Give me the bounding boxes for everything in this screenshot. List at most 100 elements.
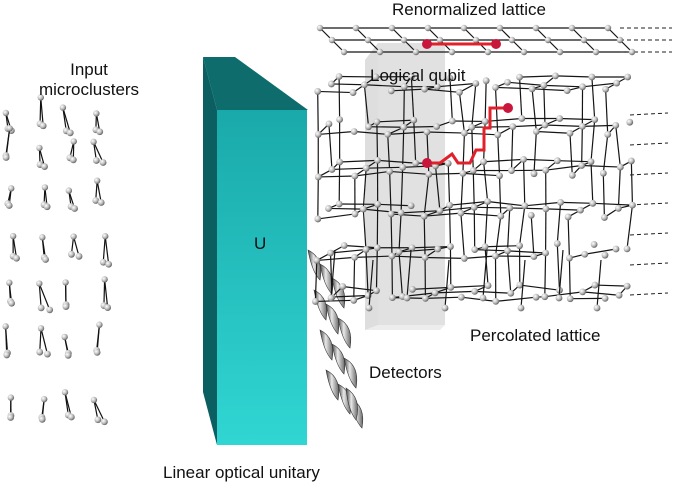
node: [2, 323, 9, 330]
node: [75, 252, 83, 260]
lattice-node: [339, 283, 347, 290]
lattice-edge: [331, 83, 365, 86]
lattice-edge: [471, 83, 477, 128]
node: [104, 304, 112, 311]
microcluster: [68, 233, 83, 260]
lattice-edge: [390, 213, 393, 257]
lattice-node: [530, 170, 538, 178]
lattice-edge: [582, 82, 617, 88]
lattice-edge: [315, 299, 354, 303]
lattice-node: [615, 204, 622, 212]
lattice-edge: [484, 246, 489, 286]
lattice-edge: [450, 284, 489, 288]
lattice-node: [421, 85, 429, 93]
lattice-edge: [487, 200, 525, 207]
lattice-edge: [368, 259, 374, 309]
lattice-edge: [377, 159, 416, 164]
renorm-node: [592, 48, 600, 56]
node: [70, 138, 77, 145]
renorm-node: [472, 36, 480, 44]
microcluster: [9, 232, 20, 262]
node: [7, 394, 15, 401]
lattice-edge: [557, 160, 592, 163]
lattice-edge: [474, 248, 508, 252]
node: [46, 306, 54, 314]
node: [5, 202, 13, 209]
detector: [325, 369, 340, 401]
detector: [337, 317, 352, 349]
logical-qubit-label: Logical qubit: [370, 66, 466, 85]
input-microclusters-label: Input microclusters: [24, 60, 154, 100]
lattice-edge: [317, 213, 356, 220]
lattice-node: [497, 212, 505, 220]
detector: [307, 249, 322, 281]
lattice-edge: [389, 170, 429, 175]
lattice-node: [362, 164, 370, 172]
lattice-edge: [389, 171, 392, 215]
node: [36, 280, 43, 287]
renorm-node: [628, 48, 636, 56]
lattice-edge: [330, 249, 336, 299]
lattice-edge: [328, 123, 333, 170]
renorm-node: [508, 36, 516, 44]
node: [39, 122, 47, 130]
node: [66, 129, 74, 137]
detectors-label: Detectors: [369, 363, 442, 382]
lattice-edge: [559, 117, 595, 121]
lattice-node: [362, 246, 370, 253]
node: [37, 94, 44, 101]
lattice-node: [359, 205, 367, 213]
microcluster: [92, 110, 104, 136]
microcluster: [66, 138, 77, 164]
lattice-node: [542, 166, 550, 174]
lattice-node: [340, 242, 348, 249]
lattice-edge: [558, 249, 564, 299]
input-microclusters: [2, 94, 113, 426]
lattice-edge: [403, 125, 437, 128]
lattice-edge-dashed: [629, 232, 669, 236]
lattice-edge: [545, 208, 581, 211]
lattice-node: [504, 247, 511, 255]
lattice-edge: [363, 208, 402, 214]
lattice-node: [518, 115, 526, 122]
node: [96, 321, 103, 328]
lattice-node: [407, 202, 415, 210]
linear-optical-unitary-box: [203, 57, 308, 445]
microcluster: [2, 125, 13, 161]
lattice-node: [471, 246, 479, 253]
lattice-edge: [331, 167, 367, 171]
unitary-symbol: U: [254, 234, 267, 253]
node: [2, 109, 10, 117]
lattice-edge: [391, 213, 425, 217]
renorm-node: [388, 24, 396, 32]
lattice-node: [527, 211, 535, 219]
lattice-edge: [545, 164, 582, 171]
node: [101, 276, 108, 283]
lattice-edge: [464, 255, 496, 260]
lattice-node: [506, 204, 514, 212]
lattice-edge: [435, 290, 475, 294]
detectors-array: [307, 249, 364, 429]
lattice-edge: [605, 89, 609, 135]
renorm-node: [604, 24, 612, 32]
lattice-edge: [462, 133, 466, 174]
lattice-node: [408, 244, 416, 252]
lattice-node: [372, 73, 380, 81]
lattice-edge: [437, 82, 476, 88]
detector: [337, 383, 352, 415]
lattice-edge: [590, 161, 594, 204]
lattice-node: [564, 213, 572, 221]
lattice-edge: [425, 296, 462, 299]
microcluster: [92, 177, 105, 206]
node: [9, 232, 17, 240]
lattice-node: [470, 203, 478, 211]
lattice-node: [327, 80, 335, 88]
lattice-edge: [366, 166, 403, 169]
lattice-node: [350, 296, 358, 304]
lattice-node: [555, 294, 563, 302]
node: [65, 187, 73, 194]
lattice-node: [425, 170, 433, 178]
microcluster: [90, 396, 108, 426]
lattice-node: [395, 248, 403, 256]
lattice-node: [492, 252, 499, 260]
